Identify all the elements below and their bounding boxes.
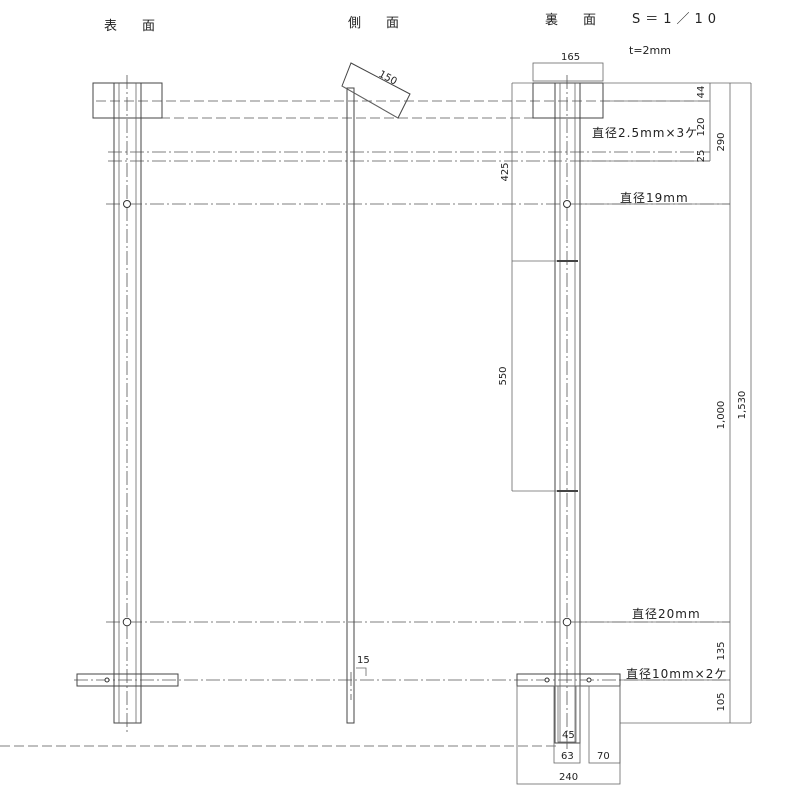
dim-1530: 1,530: [737, 391, 748, 420]
dim-240: 240: [559, 772, 578, 783]
back-hole-20: [562, 617, 572, 627]
back-post: [554, 82, 581, 744]
back-top-plate: [532, 82, 604, 119]
back-hole-19: [563, 200, 571, 208]
side-plate-dim: 150: [377, 69, 399, 88]
dim-550: 550: [498, 366, 509, 385]
dim-63: 63: [561, 751, 574, 762]
note-hole-19: 直径19mm: [620, 191, 689, 205]
dim-44: 44: [696, 86, 707, 99]
thickness-label: t=2mm: [629, 44, 671, 57]
front-top-plate: [92, 82, 163, 119]
dim-135: 135: [716, 641, 727, 660]
back-view: 165 425 550 44 120 25 290 1,0: [498, 52, 752, 785]
side-view: 150 15: [341, 62, 411, 724]
front-hole-20: [122, 617, 132, 627]
dim-25: 25: [696, 150, 707, 163]
note-base-holes: 直径10mm×2ケ: [626, 667, 727, 681]
dim-240-box: [516, 685, 621, 785]
dim-70: 70: [597, 751, 610, 762]
side-top-plate-edge: [341, 85, 399, 119]
back-base-hole-right: [586, 677, 592, 683]
back-view-label: 裏 面: [545, 13, 602, 28]
front-base-hole: [104, 677, 110, 683]
top-plate-width-dim: 165: [561, 52, 580, 63]
scale-label: S＝1／10: [632, 12, 721, 27]
front-view-label: 表 面: [104, 19, 161, 34]
dim-45: 45: [562, 730, 575, 741]
front-post: [113, 82, 142, 724]
front-base-plate: [76, 673, 179, 687]
side-post: [346, 87, 355, 724]
dim-290: 290: [716, 132, 727, 151]
top-plate-dim-box: [532, 62, 604, 82]
dim-425: 425: [500, 162, 511, 181]
front-hole-19: [123, 200, 131, 208]
side-top-plate: [341, 62, 411, 119]
back-base-hole-left: [544, 677, 550, 683]
dim-105: 105: [716, 692, 727, 711]
note-small-holes: 直径2.5mm×3ケ: [592, 126, 698, 140]
dim-1000: 1,000: [716, 401, 727, 430]
dim-120: 120: [696, 117, 707, 136]
side-base-step: [356, 667, 367, 676]
side-base-dim: 15: [357, 655, 370, 666]
side-view-label: 側 面: [348, 16, 405, 31]
note-hole-20: 直径20mm: [632, 607, 701, 621]
front-view: [76, 75, 179, 735]
